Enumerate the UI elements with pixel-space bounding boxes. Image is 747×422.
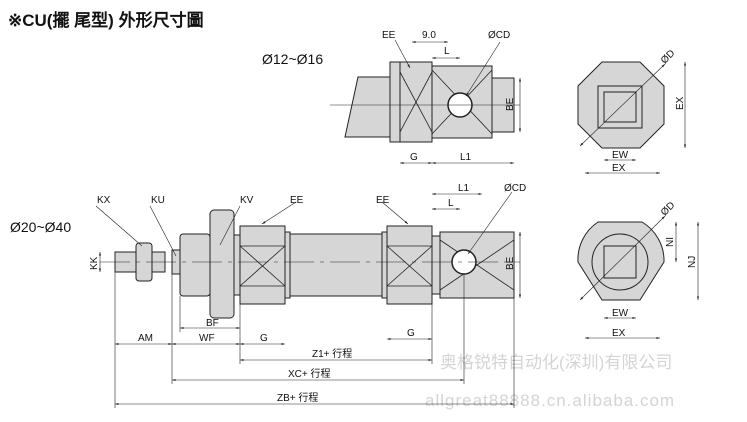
bottom-side-view: Ø20~Ø40 xyxy=(10,183,526,408)
label-g: G xyxy=(410,152,418,163)
drawing-title: ※CU(擺 尾型) 外形尺寸圖 xyxy=(8,10,204,30)
bottom-end-view: ØD NI NJ EW EX xyxy=(577,200,700,340)
label-ex: EX xyxy=(612,163,626,174)
label-ex: EX xyxy=(612,328,626,339)
label-cd: ØCD xyxy=(504,183,526,194)
label-g-front: G xyxy=(260,333,268,344)
label-g-rear: G xyxy=(407,328,415,339)
label-be: BE xyxy=(505,97,516,111)
size-range-large: Ø20~Ø40 xyxy=(10,219,71,235)
label-ee-rear: EE xyxy=(376,195,390,206)
label-ni: NI xyxy=(665,237,676,247)
label-l1: L1 xyxy=(460,152,472,163)
label-zb: ZB+ 行程 xyxy=(277,391,318,404)
size-range-small: Ø12~Ø16 xyxy=(262,51,323,67)
label-d: ØD xyxy=(659,200,677,218)
label-ex-side: EX xyxy=(675,96,686,110)
label-ku: KU xyxy=(151,195,165,206)
label-l: L xyxy=(444,46,450,57)
label-ew: EW xyxy=(612,150,629,161)
watermark-site: allgreat88888.cn.alibaba.com xyxy=(425,391,675,410)
front-cover xyxy=(239,225,286,305)
label-xc: XC+ 行程 xyxy=(288,367,331,380)
mount-nut xyxy=(209,209,235,319)
label-9: 9.0 xyxy=(422,30,436,41)
label-bf: BF xyxy=(206,318,219,329)
top-end-view: ØD EX EW EX xyxy=(577,48,687,175)
label-l1: L1 xyxy=(458,183,470,194)
clevis-tail xyxy=(344,76,391,138)
label-be: BE xyxy=(505,256,516,270)
label-cd: ØCD xyxy=(488,30,510,41)
label-kk: KK xyxy=(89,256,100,270)
label-ew: EW xyxy=(612,308,629,319)
cylinder-tube xyxy=(289,233,386,297)
label-am: AM xyxy=(138,333,153,344)
label-ee: EE xyxy=(382,30,396,41)
label-l: L xyxy=(448,198,454,209)
label-kx: KX xyxy=(97,195,111,206)
label-d: ØD xyxy=(659,48,677,66)
top-side-view: Ø12~Ø16 EE 9.0 L ØCD BE G L1 xyxy=(262,30,522,165)
rear-cover xyxy=(386,225,433,305)
watermark-company: 奥格锐特自动化(深圳)有限公司 xyxy=(440,353,672,372)
label-ee-front: EE xyxy=(290,195,304,206)
label-z1: Z1+ 行程 xyxy=(312,347,352,360)
label-kv: KV xyxy=(240,195,254,206)
label-wf: WF xyxy=(199,333,215,344)
label-nj: NJ xyxy=(687,256,698,268)
